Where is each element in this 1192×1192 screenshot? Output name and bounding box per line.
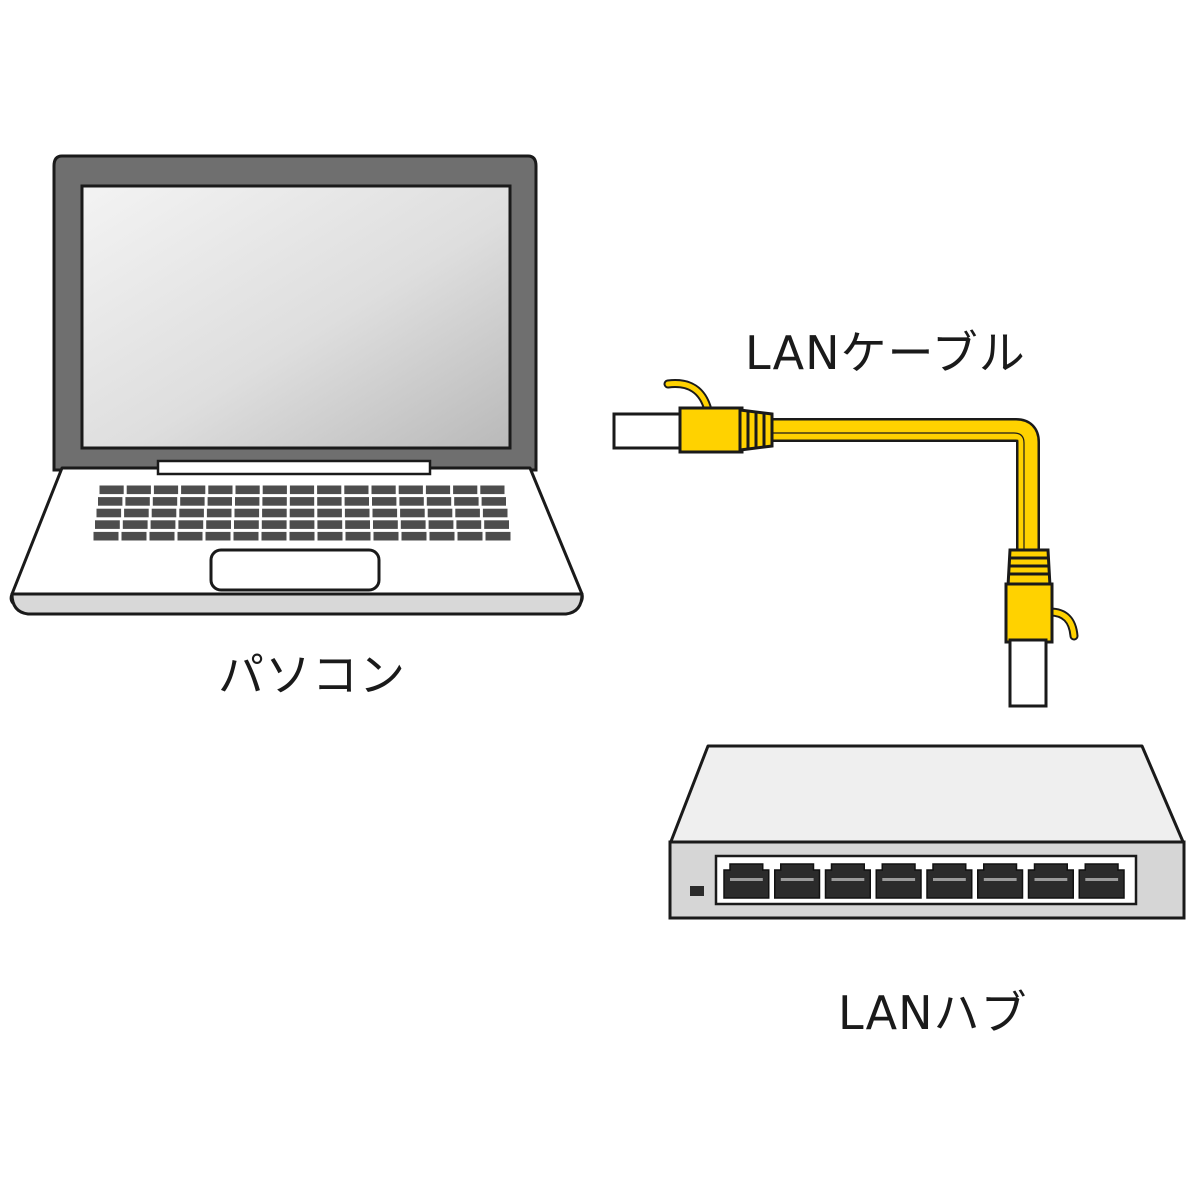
keyboard-key: [317, 497, 342, 506]
keyboard-key: [178, 520, 204, 529]
laptop-hinge: [156, 459, 432, 476]
keyboard-key: [289, 531, 315, 541]
keyboard-key: [429, 531, 455, 541]
laptop-trackpad: [209, 548, 381, 592]
keyboard-key: [425, 485, 451, 495]
keyboard-key: [345, 531, 371, 541]
left-plug-tip: [612, 412, 684, 450]
keyboard-key: [235, 497, 260, 506]
keyboard-key: [372, 508, 398, 518]
keyboard-key: [151, 508, 177, 518]
keyboard-key: [205, 531, 231, 541]
keyboard-key: [179, 508, 204, 518]
keyboard-key: [344, 485, 369, 495]
keyboard-key: [485, 531, 511, 541]
keyboard-key: [289, 508, 315, 518]
keyboard-key: [261, 531, 287, 541]
keyboard-key: [345, 520, 370, 529]
keyboard-key: [401, 531, 427, 541]
keyboard-key: [152, 497, 178, 506]
keyboard-key: [125, 497, 150, 506]
hub-port-pins: [983, 878, 1017, 881]
hub-port-pins: [882, 878, 916, 881]
keyboard-key: [289, 520, 315, 529]
keyboard-key: [98, 497, 123, 506]
lan-cable-icon: [612, 379, 1079, 708]
keyboard-key: [207, 497, 232, 506]
keyboard-key: [149, 531, 175, 541]
keyboard-key: [95, 520, 120, 529]
keyboard-key: [455, 508, 480, 518]
keyboard-key: [234, 520, 259, 529]
keyboard-key: [454, 497, 479, 506]
bottom-plug-tip: [1008, 638, 1048, 708]
keyboard-key: [317, 531, 343, 541]
keyboard-key: [482, 508, 508, 518]
keyboard-key: [373, 531, 399, 541]
keyboard-key: [481, 497, 506, 506]
keyboard-key: [177, 531, 203, 541]
keyboard-key: [484, 520, 509, 529]
pc-label: パソコン: [218, 648, 406, 702]
keyboard-key: [457, 531, 483, 541]
keyboard-key: [317, 508, 342, 518]
keyboard-key: [456, 520, 482, 529]
keyboard-key: [371, 485, 396, 495]
keyboard-key: [153, 485, 179, 495]
keyboard-key: [121, 531, 147, 541]
keyboard-key: [150, 520, 176, 529]
hub-port-pins: [1034, 878, 1068, 881]
keyboard-key: [93, 531, 119, 541]
hub-port-pins: [831, 878, 865, 881]
lan-hub-icon: [668, 744, 1186, 920]
keyboard-key: [96, 508, 122, 518]
keyboard-key: [262, 497, 287, 506]
laptop-screen: [80, 184, 512, 450]
cable-label: LANケーブル: [745, 326, 1026, 380]
keyboard-key: [317, 520, 343, 529]
keyboard-key: [289, 485, 315, 495]
keyboard-key: [344, 497, 369, 506]
keyboard-key: [261, 520, 287, 529]
laptop-icon: [9, 154, 584, 616]
hub-port-pins: [933, 878, 966, 881]
keyboard-key: [262, 485, 287, 495]
keyboard-key: [400, 508, 425, 518]
hub-label: LANハブ: [838, 986, 1028, 1040]
keyboard-key: [373, 520, 398, 529]
keyboard-key: [208, 485, 233, 495]
keyboard-key: [206, 508, 232, 518]
keyboard-key: [99, 485, 124, 495]
keyboard-key: [235, 485, 260, 495]
keyboard-key: [344, 508, 370, 518]
keyboard-key: [289, 497, 315, 506]
laptop-keyboard: [93, 485, 511, 541]
keyboard-key: [480, 485, 505, 495]
hub-port-pins: [1085, 878, 1119, 881]
keyboard-key: [427, 508, 453, 518]
keyboard-key: [181, 485, 206, 495]
keyboard-key: [400, 520, 426, 529]
keyboard-key: [180, 497, 205, 506]
hub-port-pins: [730, 878, 763, 881]
keyboard-key: [453, 485, 478, 495]
keyboard-key: [428, 520, 454, 529]
keyboard-key: [372, 497, 397, 506]
hub-led-icon: [690, 886, 704, 896]
keyboard-key: [317, 485, 342, 495]
hub-ports: [723, 863, 1125, 899]
keyboard-key: [262, 508, 287, 518]
keyboard-key: [126, 485, 151, 495]
keyboard-key: [234, 508, 260, 518]
keyboard-key: [206, 520, 231, 529]
hub-port-pins: [780, 878, 814, 881]
keyboard-key: [124, 508, 149, 518]
keyboard-key: [399, 497, 424, 506]
keyboard-key: [426, 497, 452, 506]
keyboard-key: [398, 485, 423, 495]
keyboard-key: [122, 520, 148, 529]
keyboard-key: [233, 531, 259, 541]
